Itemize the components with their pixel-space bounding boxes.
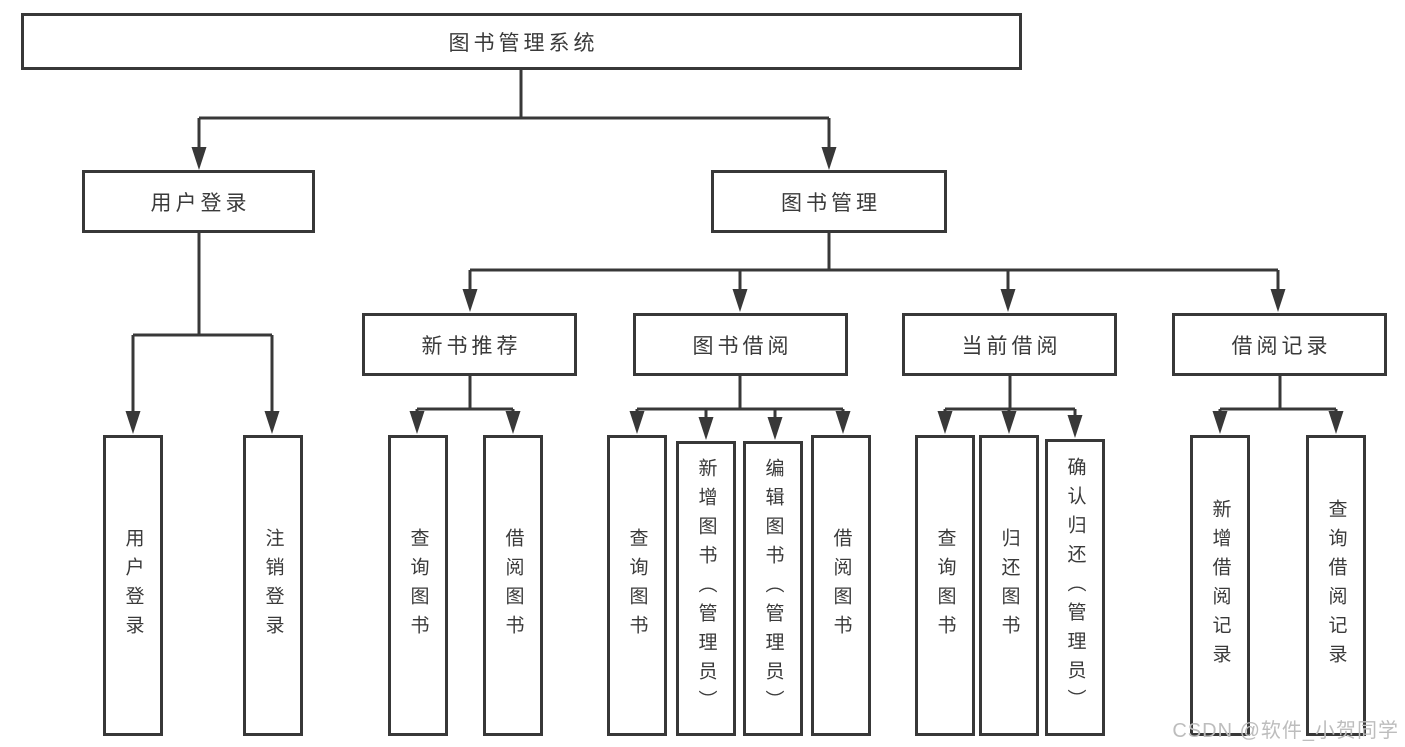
node-book-borrowing: 图书借阅 — [633, 313, 848, 376]
leaf-confirm-return-admin: 确认归还（管理员） — [1045, 439, 1105, 736]
leaf-add-books-admin: 新增图书（管理员） — [676, 441, 736, 736]
leaf-return-books: 归还图书 — [979, 435, 1039, 736]
node-user-login: 用户登录 — [82, 170, 315, 233]
leaf-query-borrow-record: 查询借阅记录 — [1306, 435, 1366, 736]
csdn-watermark: CSDN @软件_小贺同学 — [1172, 720, 1399, 742]
node-book-management: 图书管理 — [711, 170, 947, 233]
leaf-borrow-books: 借阅图书 — [811, 435, 871, 736]
leaf-borrow-books-recommend: 借阅图书 — [483, 435, 543, 736]
node-library-system: 图书管理系统 — [21, 13, 1022, 70]
node-borrow-records: 借阅记录 — [1172, 313, 1387, 376]
leaf-query-books-recommend: 查询图书 — [388, 435, 448, 736]
leaf-user-login: 用户登录 — [103, 435, 163, 736]
leaf-add-borrow-record: 新增借阅记录 — [1190, 435, 1250, 736]
leaf-edit-books-admin: 编辑图书（管理员） — [743, 441, 803, 736]
leaf-query-books-borrowing: 查询图书 — [607, 435, 667, 736]
node-new-book-recommend: 新书推荐 — [362, 313, 577, 376]
leaf-logout: 注销登录 — [243, 435, 303, 736]
node-current-borrowing: 当前借阅 — [902, 313, 1117, 376]
leaf-query-books-current: 查询图书 — [915, 435, 975, 736]
